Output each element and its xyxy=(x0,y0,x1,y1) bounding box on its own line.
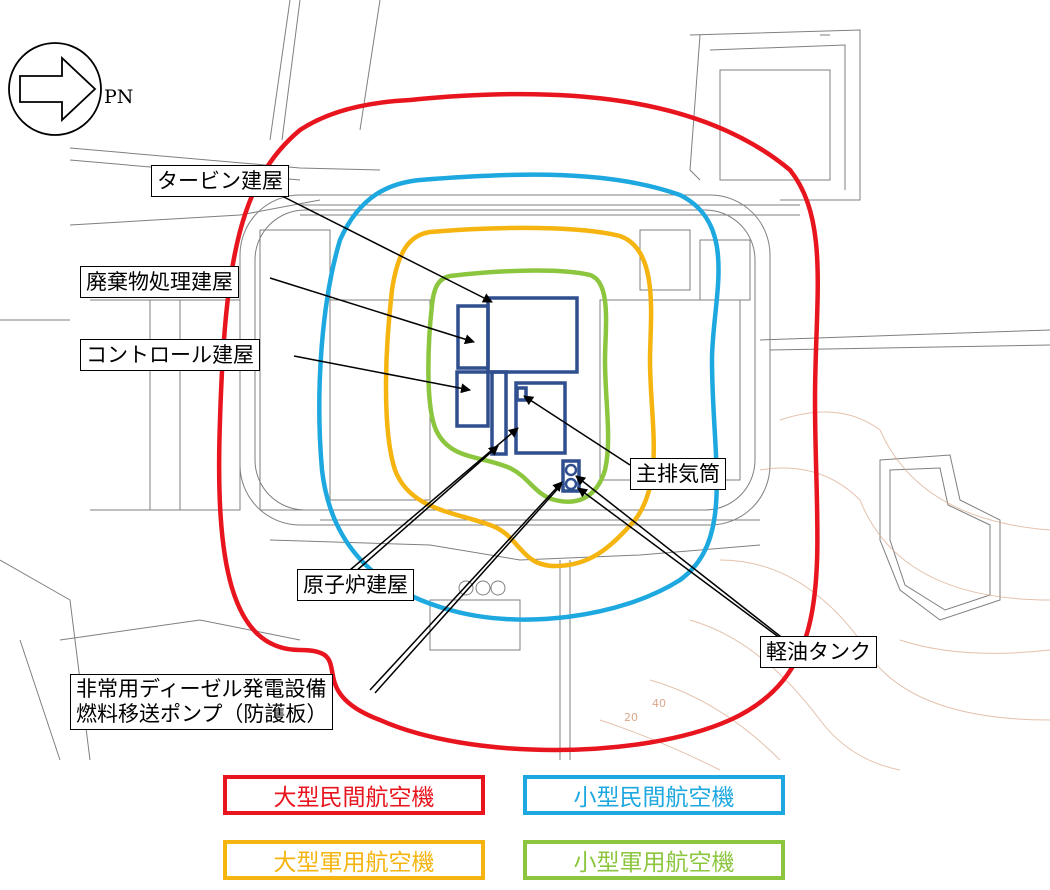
diesel-pump-label: 非常用ディーゼル発電設備 燃料移送ポンプ（防護板） xyxy=(70,674,334,730)
tank-arrow-1 xyxy=(575,475,786,641)
exhaust-arrow xyxy=(523,395,631,466)
legend-large-civil-aircraft: 大型民間航空機 xyxy=(223,775,485,815)
turbine-building xyxy=(486,296,579,374)
turbine-building-label: タービン建屋 xyxy=(151,165,289,197)
legend-small-military-aircraft: 小型軍用航空機 xyxy=(523,840,785,880)
small-civil-aircraft-zone xyxy=(317,172,721,622)
contour-label-20: 20 xyxy=(624,711,638,724)
waste-arrow xyxy=(269,277,475,345)
control-building-label: コントロール建屋 xyxy=(80,339,260,371)
control-arrow xyxy=(293,355,471,394)
large-military-aircraft-zone xyxy=(383,225,656,569)
reactor-arrow-2 xyxy=(354,445,499,573)
tank-arrow-2 xyxy=(577,487,789,645)
diesel-arrow-1 xyxy=(369,481,563,691)
north-indicator xyxy=(8,42,102,136)
north-label: PN xyxy=(104,86,134,108)
north-arrow-icon xyxy=(19,55,97,123)
diesel-pump-label-line2: 燃料移送ポンプ（防護板） xyxy=(76,702,328,726)
light-oil-tank-1 xyxy=(564,463,578,477)
waste-processing-building xyxy=(456,304,490,370)
waste-building-label: 廃棄物処理建屋 xyxy=(80,266,239,298)
leader-arrows xyxy=(269,189,789,694)
contour-label-40: 40 xyxy=(652,697,666,710)
main-exhaust-stack xyxy=(515,386,528,402)
reactor-arrow-1 xyxy=(349,427,519,571)
diesel-arrow-2 xyxy=(374,483,563,694)
large-civil-aircraft-zone xyxy=(216,91,821,753)
turbine-arrow xyxy=(269,189,493,303)
reactor-building-label: 原子炉建屋 xyxy=(297,569,414,601)
light-oil-tank-label: 軽油タンク xyxy=(760,636,877,668)
diesel-fuel-pump xyxy=(490,370,508,456)
diesel-pump-label-line1: 非常用ディーゼル発電設備 xyxy=(76,677,327,701)
exhaust-stack-label: 主排気筒 xyxy=(630,458,726,490)
buildings xyxy=(455,296,581,493)
reactor-building xyxy=(514,381,567,455)
light-oil-tank-2 xyxy=(564,477,578,491)
legend-large-military-aircraft: 大型軍用航空機 xyxy=(223,840,485,880)
site-plan-background xyxy=(0,0,1050,761)
control-building xyxy=(455,370,490,428)
small-military-aircraft-zone xyxy=(426,268,611,504)
legend-small-civil-aircraft: 小型民間航空機 xyxy=(523,775,785,815)
